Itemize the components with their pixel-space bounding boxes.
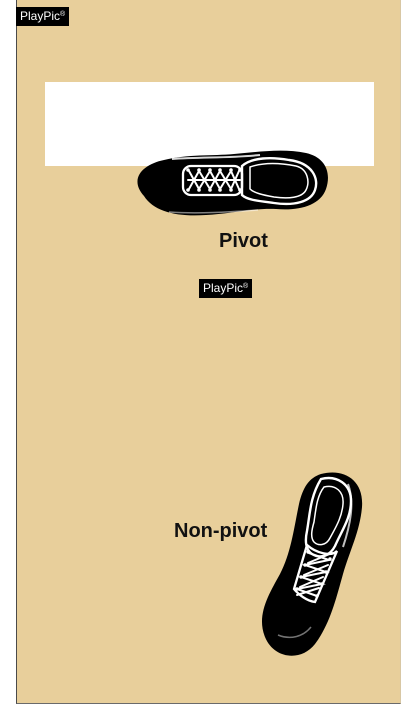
watermark-text-top: PlayPic	[20, 9, 60, 23]
watermark-text-middle: PlayPic	[203, 281, 243, 295]
pivot-label: Pivot	[219, 230, 268, 253]
watermark-badge-middle: PlayPic®	[199, 279, 252, 298]
registered-mark-middle: ®	[243, 283, 248, 290]
watermark-badge-top: PlayPic®	[16, 7, 69, 26]
non-pivot-label: Non-pivot	[174, 520, 267, 543]
registered-mark-top: ®	[60, 11, 65, 18]
pivot-foot-sneaker-icon	[136, 142, 332, 216]
non-pivot-foot-sneaker-icon	[260, 469, 372, 657]
